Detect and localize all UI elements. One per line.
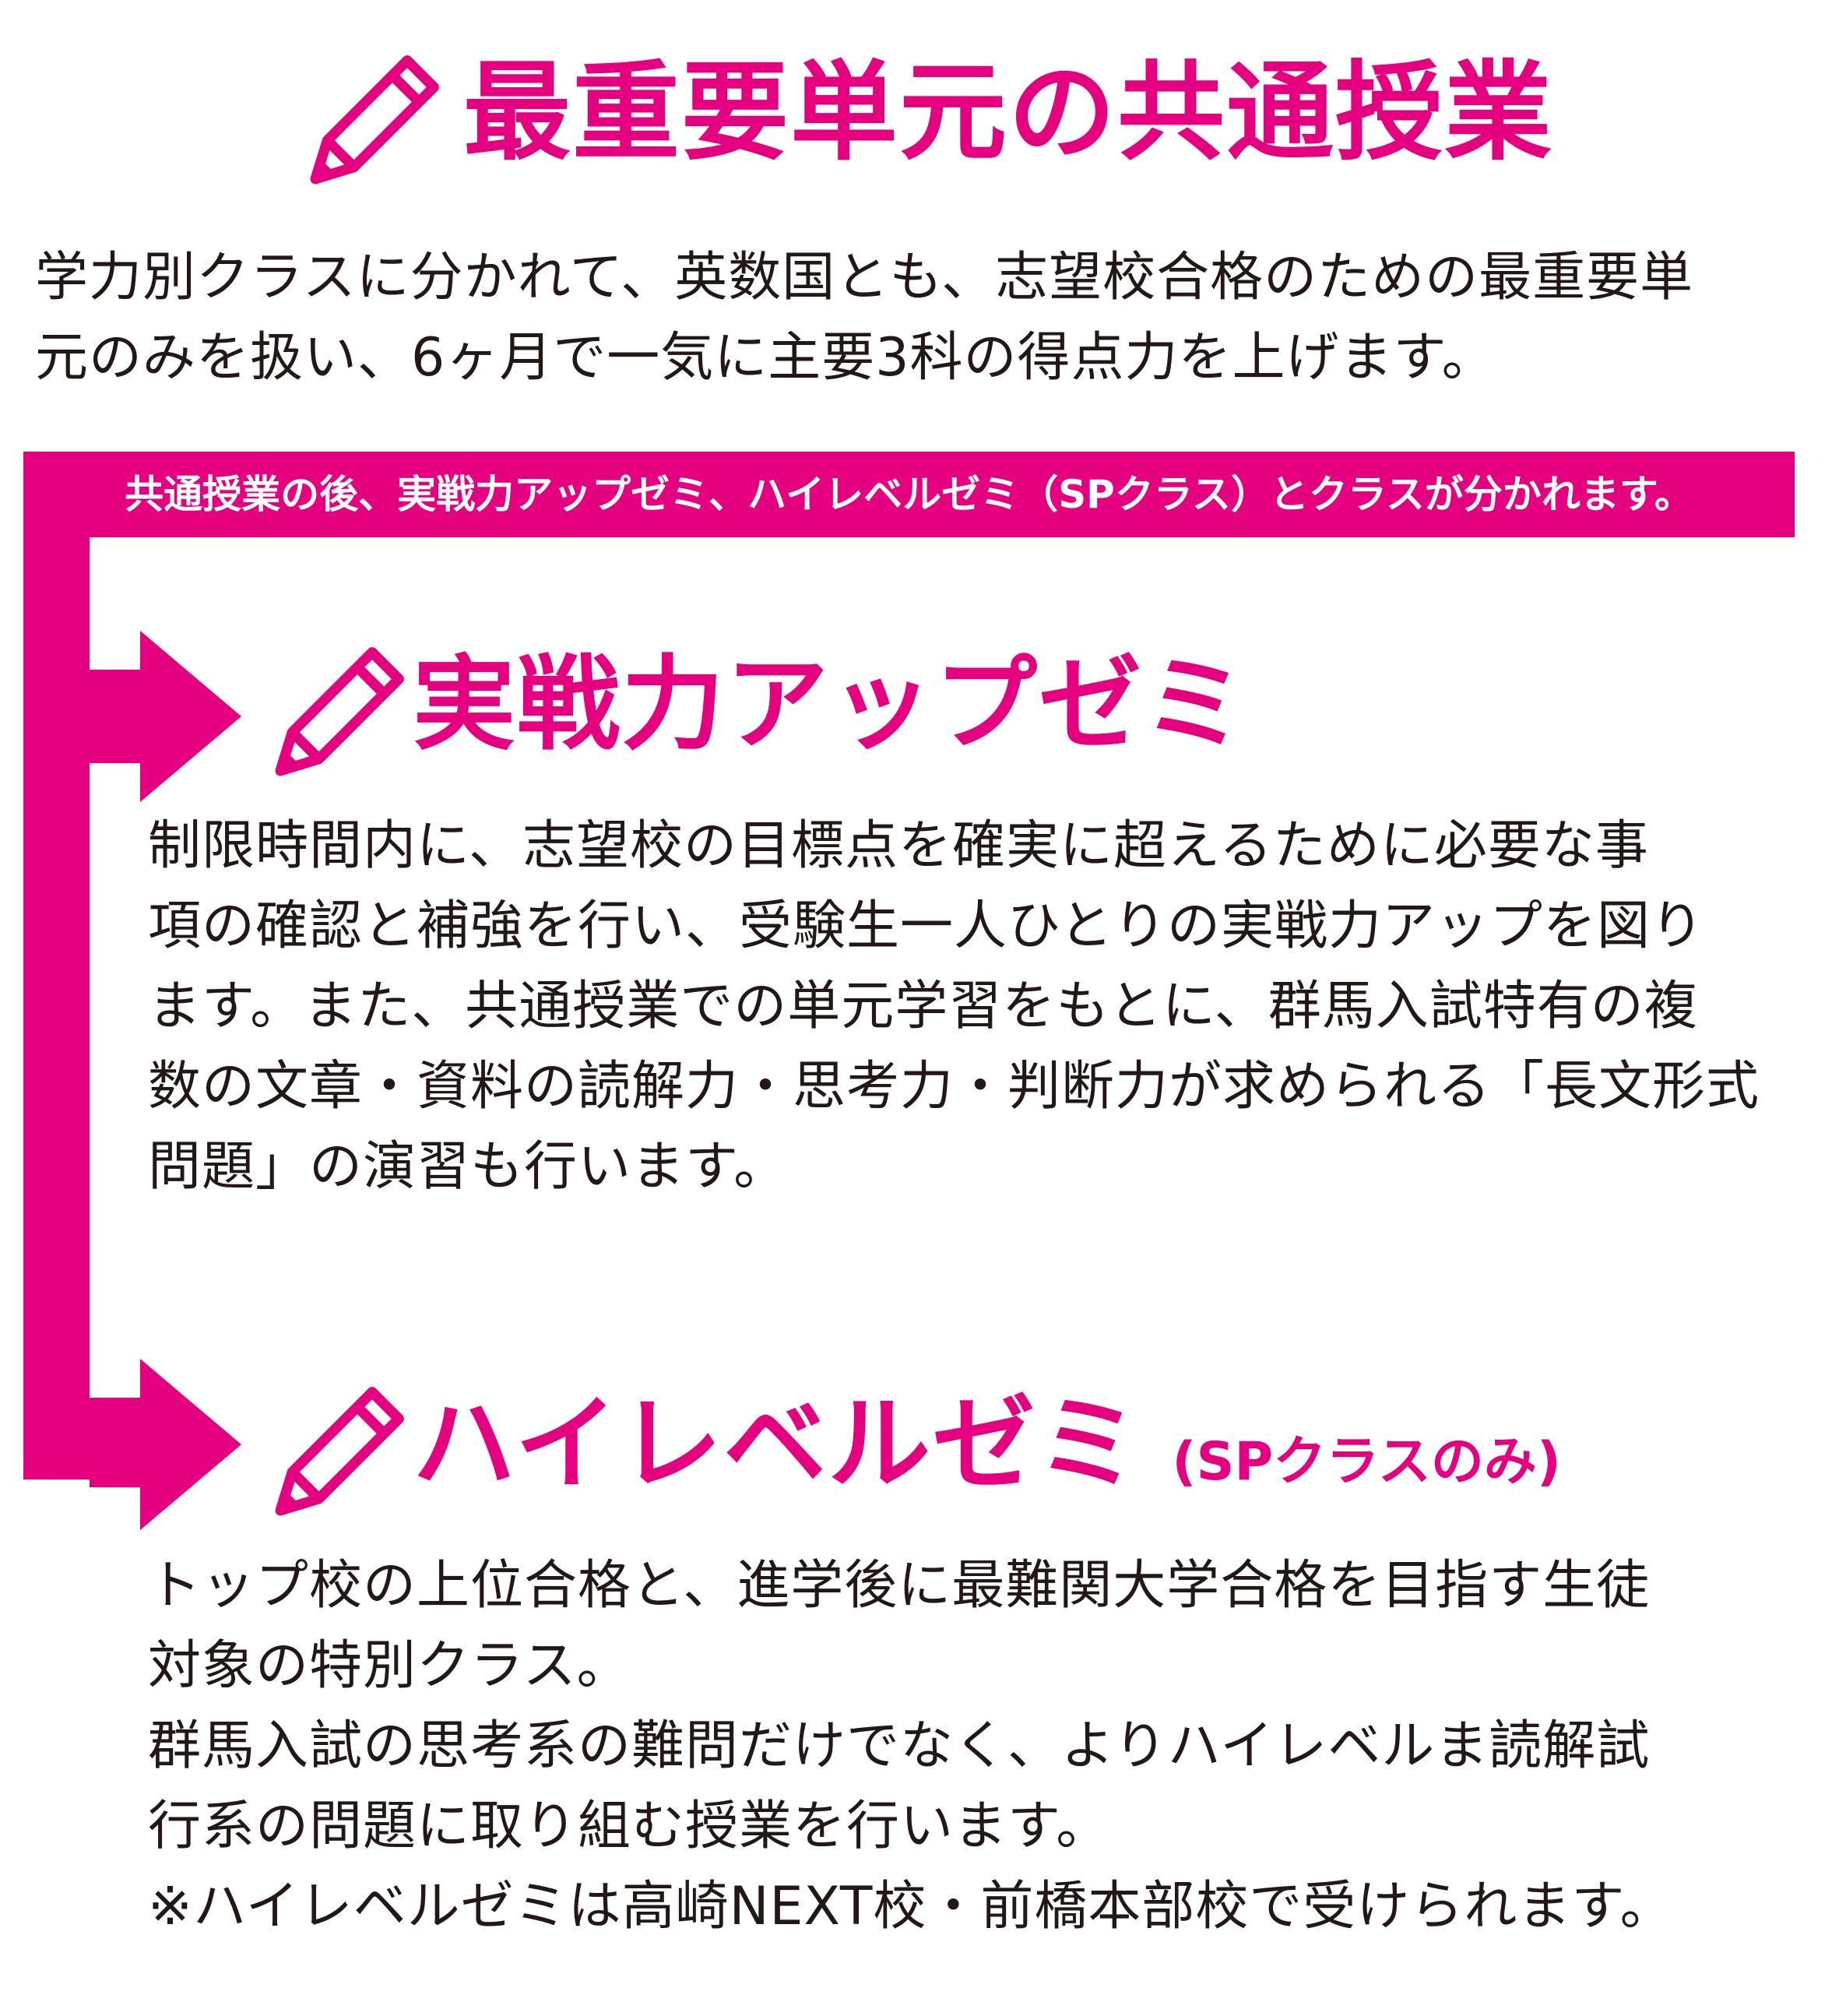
arrow-right-icon xyxy=(90,631,241,802)
section-title-text: ハイレベルゼミ xyxy=(413,1384,1141,1504)
class-split-banner xyxy=(23,452,1795,537)
text-line: 学力別クラスに分かれて、英数国とも、志望校合格のための最重要単 xyxy=(35,247,1694,308)
pencil-icon xyxy=(275,1387,404,1516)
text-line: 数の文章・資料の読解力・思考力・判断力が求められる「長文形式 xyxy=(148,1056,1760,1117)
page-title: 最重要単元の共通授業 xyxy=(463,50,1554,175)
pencil-icon xyxy=(310,55,439,185)
text-line: ※ハイレベルゼミは高崎NEXT校・前橋本部校で受けられます。 xyxy=(148,1876,1674,1937)
jissen-description: 制限時間内に、志望校の目標点を確実に超えるために必要な事 項の確認と補強を行い、… xyxy=(148,806,1760,1207)
section-title-high: ハイレベルゼミ (SPクラスのみ) xyxy=(413,1378,1561,1529)
text-line: 問題」の演習も行います。 xyxy=(148,1136,788,1198)
section-title-jissen: 実戦力アップゼミ xyxy=(413,645,1247,765)
text-line: 項の確認と補強を行い、受験生一人ひとりの実戦力アップを図り xyxy=(148,895,1704,957)
intro-text: 学力別クラスに分かれて、英数国とも、志望校合格のための最重要単 元のみを扱い、6… xyxy=(35,237,1693,398)
section-note: (SPクラスのみ) xyxy=(1172,1431,1561,1493)
text-line: 制限時間内に、志望校の目標点を確実に超えるために必要な事 xyxy=(148,815,1649,877)
text-line: 対象の特別クラス。 xyxy=(148,1635,631,1697)
pencil-icon xyxy=(275,647,404,776)
high-description: トップ校の上位合格と、進学後に最難関大学合格を目指す生徒 対象の特別クラス。 群… xyxy=(148,1546,1674,1947)
text-line: 群馬入試の思考系の難問だけでなく、よりハイレベルま読解試 xyxy=(148,1715,1651,1777)
text-line: 元のみを扱い、6ヶ月で一気に主要3科の得点力を上げます。 xyxy=(35,327,1496,389)
text-line: 行系の問題に取り組む授業を行います。 xyxy=(148,1796,1110,1857)
banner-text: 共通授業の後、実戦力アップゼミ、ハイレベルゼミ（SPクラス）とクラスが分かれます… xyxy=(125,472,1693,517)
arrow-right-icon xyxy=(90,1359,241,1530)
text-line: ます。また、共通授業での単元学習をもとに、群馬入試特有の複 xyxy=(148,976,1698,1037)
text-line: トップ校の上位合格と、進学後に最難関大学合格を目指す生徒 xyxy=(148,1555,1651,1617)
